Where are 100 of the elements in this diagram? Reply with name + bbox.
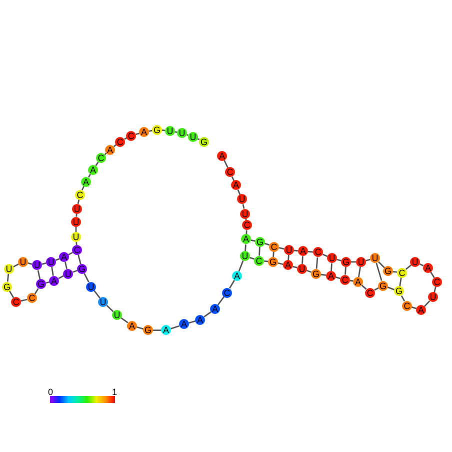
nucleotide-circle: U xyxy=(237,194,247,204)
nucleotide-circle: G xyxy=(36,279,46,290)
nucleotide-circle: A xyxy=(49,276,59,286)
backbone-line xyxy=(322,254,328,258)
backbone-line xyxy=(278,247,284,250)
backbone-line xyxy=(264,260,268,262)
nucleotide-circle: A xyxy=(127,320,137,331)
base-pair-line xyxy=(51,266,54,276)
nucleotide-circle: U xyxy=(71,216,81,227)
nucleotide-circle: A xyxy=(232,271,242,281)
nucleotide-circle: A xyxy=(423,262,433,273)
base-pair-line xyxy=(288,255,290,260)
backbone-line xyxy=(84,273,90,282)
base-pair-line xyxy=(302,256,304,264)
backbone-line xyxy=(292,266,298,268)
nucleotide-circle: A xyxy=(88,164,98,175)
backbone-line xyxy=(148,130,152,132)
nucleotide-circle: G xyxy=(152,124,162,135)
nucleotide-circle: C xyxy=(365,288,375,298)
backbone-line xyxy=(34,288,39,295)
backbone-line xyxy=(204,311,212,318)
nucleotide-circle: U xyxy=(71,232,81,242)
backbone-line xyxy=(400,295,406,302)
nucleotide-circle: U xyxy=(112,310,122,320)
nucleotide-circle: C xyxy=(254,256,264,266)
scale-tick-label: 0 xyxy=(48,388,54,397)
nucleotide-circle: U xyxy=(165,126,175,136)
nucleotide-circle: G xyxy=(341,256,351,267)
nucleotide-circle: U xyxy=(32,260,42,270)
nucleotide-circle: A xyxy=(59,252,69,262)
backbone-line xyxy=(378,261,385,268)
nucleotide-circle: G xyxy=(394,286,404,296)
nucleotide-circle: U xyxy=(177,128,187,138)
backbone-line xyxy=(20,298,28,302)
nucleotide-circle: A xyxy=(210,304,220,314)
nucleotide-circle: A xyxy=(195,314,205,325)
backbone-line xyxy=(294,250,298,252)
nucleotide-circle: C xyxy=(75,190,85,200)
backbone-line xyxy=(28,262,32,265)
nucleotide-circle: U xyxy=(240,251,250,261)
nucleotide-circle: G xyxy=(2,282,12,292)
nucleotide-circle: U xyxy=(86,282,96,292)
backbone-line xyxy=(351,261,356,263)
base-pair-line xyxy=(37,270,41,280)
nucleotide-circle: G xyxy=(378,280,388,290)
backbone-line xyxy=(320,274,326,276)
backbone-line xyxy=(170,325,180,330)
nucleotide-circle: G xyxy=(143,325,153,336)
backbone-line xyxy=(13,263,19,268)
nucleotide-circle: U xyxy=(428,292,438,302)
nucleotide-circle: C xyxy=(402,300,412,310)
base-pair-line xyxy=(358,266,361,278)
nucleotide-circle: U xyxy=(63,268,73,279)
backbone-line xyxy=(361,284,367,290)
nucleotide-circle: A xyxy=(217,150,227,161)
backbone-line xyxy=(68,252,73,256)
nucleotide-circle: G xyxy=(77,264,87,274)
nucleotide-circle: G xyxy=(268,256,278,267)
nucleotide-circle: U xyxy=(240,208,250,218)
nucleotide-circle: C xyxy=(11,297,21,307)
backbone-line xyxy=(419,263,424,266)
nucleotide-circle: U xyxy=(297,264,307,274)
base-pair-line xyxy=(258,246,260,256)
backbone-line xyxy=(153,330,161,331)
backbone-line xyxy=(336,258,342,262)
nucleotide-circle: C xyxy=(225,167,235,178)
nucleotide-circle: U xyxy=(18,256,28,267)
base-pair-line xyxy=(64,262,68,269)
nucleotide-circle: C xyxy=(222,288,232,298)
nucleotide-circle: U xyxy=(98,297,108,307)
nucleotide-circle: A xyxy=(161,325,171,336)
backbone-line xyxy=(405,264,412,270)
backbone-line xyxy=(217,296,225,306)
nucleotide-circle: C xyxy=(126,130,136,141)
backbone-line xyxy=(430,272,435,278)
backbone-line xyxy=(424,300,430,307)
backbone-line xyxy=(229,280,235,289)
nucleotide-circle: A xyxy=(353,276,363,287)
nucleotide-circle: U xyxy=(4,264,14,274)
backbone-line xyxy=(120,317,128,324)
base-pair-line xyxy=(272,251,274,257)
backbone-line xyxy=(94,290,100,299)
nucleotide-circle: A xyxy=(298,246,308,256)
backbone-line xyxy=(278,262,284,265)
nucleotide-circle: A xyxy=(241,234,251,244)
nucleotide-circle: A xyxy=(105,144,115,155)
nucleotide-circle: U xyxy=(72,204,82,214)
nucleotide-circle: U xyxy=(370,253,380,264)
base-pair-line xyxy=(316,257,318,269)
nucleotide-circle: C xyxy=(397,268,407,278)
backbone-line xyxy=(387,286,395,290)
nucleotide-circle: C xyxy=(27,293,37,304)
nucleotide-circle: C xyxy=(72,245,82,256)
nucleotide-circle: C xyxy=(115,136,125,146)
backbone-line xyxy=(8,290,14,298)
nucleotide-circle: A xyxy=(416,305,426,316)
backbone-line xyxy=(6,274,10,282)
base-pair-line xyxy=(244,244,246,252)
nucleotide-circle: U xyxy=(356,256,366,267)
backbone-line xyxy=(136,326,144,330)
